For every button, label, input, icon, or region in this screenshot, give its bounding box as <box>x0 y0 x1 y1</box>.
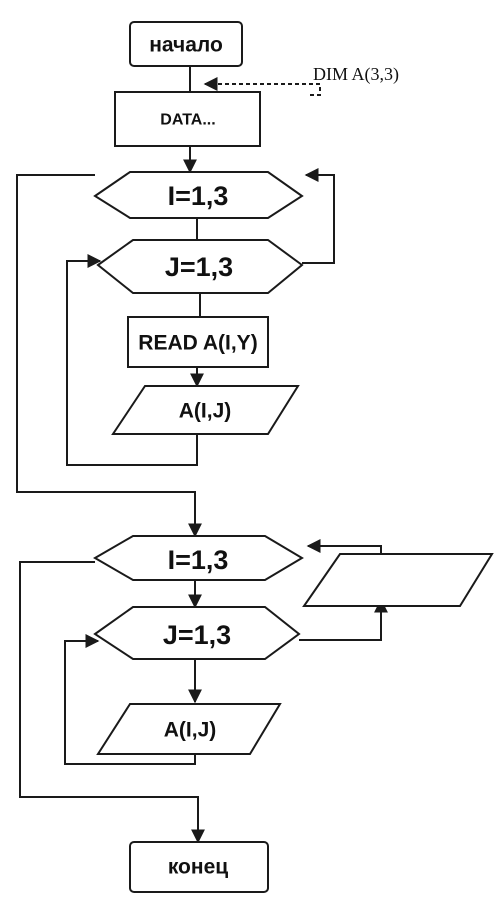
output1-label: A(I,J) <box>179 400 232 423</box>
loop2-inner-return <box>64 634 196 765</box>
loop2-exit <box>19 561 205 844</box>
side-output-node <box>302 553 494 607</box>
loop1-inner-node: J=1,3 <box>96 239 304 294</box>
loop2-to-side-output <box>299 598 388 641</box>
loop2-outer-label: I=1,3 <box>168 545 229 575</box>
loop1-exit <box>16 174 202 538</box>
data-node: DATA... <box>114 91 261 147</box>
loop1-outer-node: I=1,3 <box>93 171 304 219</box>
start-node: начало <box>129 21 243 67</box>
dim-note-label: DIM A(3,3) <box>313 64 399 85</box>
loop2-outer-node: I=1,3 <box>93 535 304 581</box>
output2-node: A(I,J) <box>96 703 282 755</box>
read-label: READ A(I,Y) <box>138 332 257 355</box>
end-node: конец <box>129 841 269 893</box>
read-node: READ A(I,Y) <box>127 316 269 368</box>
loop1-inner-return <box>66 254 198 466</box>
loop2-inner-node: J=1,3 <box>93 606 301 660</box>
data-label: DATA... <box>160 112 215 129</box>
start-label: начало <box>149 34 223 57</box>
loop1-outer-return <box>302 168 335 264</box>
output1-node: A(I,J) <box>111 385 300 435</box>
end-label: конец <box>168 856 228 879</box>
output2-label: A(I,J) <box>164 719 217 742</box>
loop1-inner-label: J=1,3 <box>165 252 233 282</box>
dim-note-link <box>203 77 321 96</box>
loop1-outer-label: I=1,3 <box>168 181 229 211</box>
loop2-inner-label: J=1,3 <box>163 620 231 650</box>
